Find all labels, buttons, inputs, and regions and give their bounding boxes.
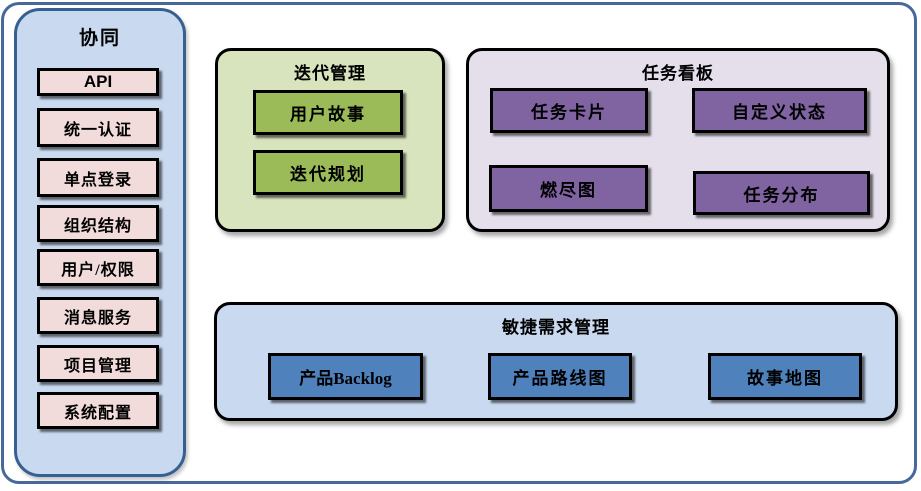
item-task-card: 任务卡片 xyxy=(490,88,648,133)
item-iteration-planning: 迭代规划 xyxy=(253,150,403,195)
diagram-outer-frame xyxy=(1,2,917,484)
item-story-map: 故事地图 xyxy=(708,353,862,400)
sidebar-item-api: API xyxy=(37,68,159,96)
item-product-roadmap: 产品路线图 xyxy=(488,353,632,400)
collaboration-panel: 协同 API 统一认证 单点登录 组织结构 用户/权限 消息服务 项目管理 系统… xyxy=(14,8,186,477)
item-task-distribution: 任务分布 xyxy=(693,171,870,215)
iteration-management-group: 迭代管理 用户故事 迭代规划 xyxy=(215,48,445,232)
item-custom-status: 自定义状态 xyxy=(692,88,867,133)
sidebar-item-org-structure: 组织结构 xyxy=(37,205,159,242)
collaboration-panel-title: 协同 xyxy=(78,28,121,49)
sidebar-item-project-mgmt: 项目管理 xyxy=(37,345,159,382)
sidebar-item-message-service: 消息服务 xyxy=(37,297,159,334)
sidebar-item-unified-auth: 统一认证 xyxy=(37,108,159,147)
task-board-group: 任务看板 任务卡片 自定义状态 燃尽图 任务分布 xyxy=(466,48,890,232)
item-burndown-chart: 燃尽图 xyxy=(489,165,648,212)
sidebar-item-user-permission: 用户/权限 xyxy=(37,249,159,286)
sidebar-item-sso: 单点登录 xyxy=(37,158,159,197)
iteration-management-title: 迭代管理 xyxy=(294,64,366,83)
task-board-title: 任务看板 xyxy=(642,64,714,83)
item-product-backlog: 产品Backlog xyxy=(268,353,423,400)
agile-requirements-title: 敏捷需求管理 xyxy=(502,318,610,337)
item-user-story: 用户故事 xyxy=(253,90,403,135)
agile-requirements-group: 敏捷需求管理 产品Backlog 产品路线图 故事地图 xyxy=(214,302,898,421)
sidebar-item-system-config: 系统配置 xyxy=(37,392,159,429)
